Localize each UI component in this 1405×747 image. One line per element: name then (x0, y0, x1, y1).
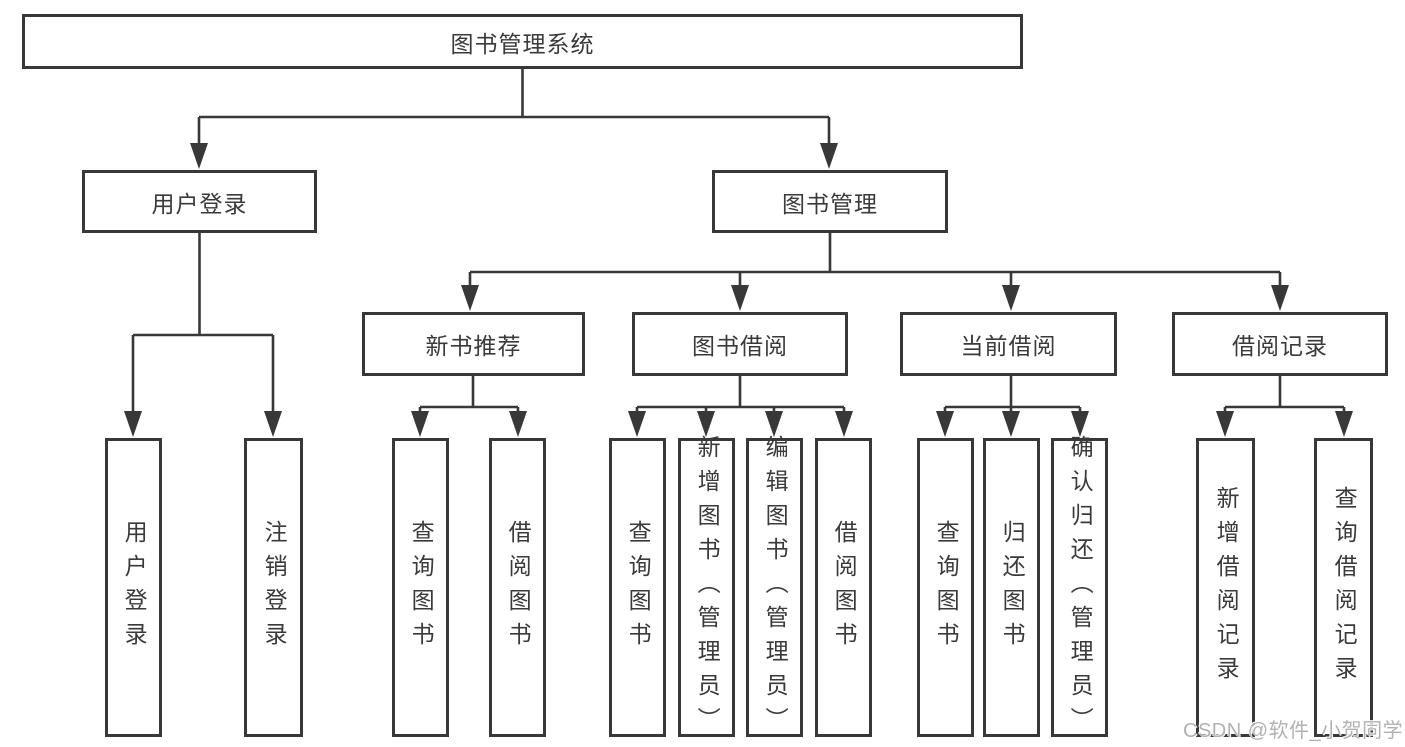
leaf-query-books-borrow: 查询图书 (609, 438, 666, 737)
node-borrow-records: 借阅记录 (1172, 312, 1388, 376)
node-label: 图书借阅 (692, 333, 788, 359)
leaf-logout: 注销登录 (244, 438, 303, 737)
node-label: 新书推荐 (425, 333, 522, 359)
node-label: 用户登录 (151, 190, 248, 217)
node-root-library-system: 图书管理系统 (22, 14, 1023, 69)
leaf-user-login: 用户登录 (105, 438, 162, 737)
leaf-label: 查询借阅记录 (1331, 485, 1358, 690)
leaf-query-books-current: 查询图书 (917, 438, 974, 737)
leaf-label: 编辑图书（管理员） (762, 434, 789, 741)
leaf-label: 借阅图书 (505, 519, 532, 656)
node-book-borrow: 图书借阅 (632, 312, 848, 376)
leaf-label: 注销登录 (261, 519, 288, 656)
node-book-management: 图书管理 (712, 170, 948, 233)
leaf-add-books-admin: 新增图书（管理员） (678, 435, 735, 741)
leaf-borrow-books: 借阅图书 (815, 438, 872, 737)
leaf-label: 新增图书（管理员） (694, 434, 721, 741)
leaf-label: 查询图书 (408, 519, 435, 656)
node-new-book-recommend: 新书推荐 (362, 312, 585, 376)
leaf-borrow-books-recommend: 借阅图书 (489, 438, 546, 737)
leaf-confirm-return-admin: 确认归还（管理员） (1051, 435, 1108, 741)
csdn-watermark: CSDN @软件_小贺同学 (1183, 720, 1404, 742)
leaf-return-books: 归还图书 (983, 438, 1040, 737)
node-user-login: 用户登录 (82, 170, 317, 233)
leaf-label: 新增借阅记录 (1213, 485, 1240, 690)
leaf-label: 用户登录 (121, 519, 148, 656)
node-label: 借阅记录 (1232, 333, 1328, 359)
leaf-query-borrow-record: 查询借阅记录 (1314, 438, 1373, 737)
leaf-query-books-recommend: 查询图书 (392, 438, 449, 737)
arrowheads (124, 143, 1353, 437)
leaf-label: 借阅图书 (831, 519, 858, 656)
leaf-label: 确认归还（管理员） (1067, 434, 1094, 741)
node-label: 图书管理 (782, 190, 878, 217)
node-current-borrow: 当前借阅 (900, 312, 1117, 376)
leaf-add-borrow-record: 新增借阅记录 (1196, 438, 1255, 737)
node-label: 当前借阅 (960, 333, 1057, 359)
node-label: 图书管理系统 (450, 30, 595, 57)
leaf-edit-books-admin: 编辑图书（管理员） (746, 435, 803, 741)
leaf-label: 查询图书 (933, 519, 960, 656)
leaf-label: 归还图书 (999, 519, 1026, 656)
leaf-label: 查询图书 (625, 519, 652, 656)
